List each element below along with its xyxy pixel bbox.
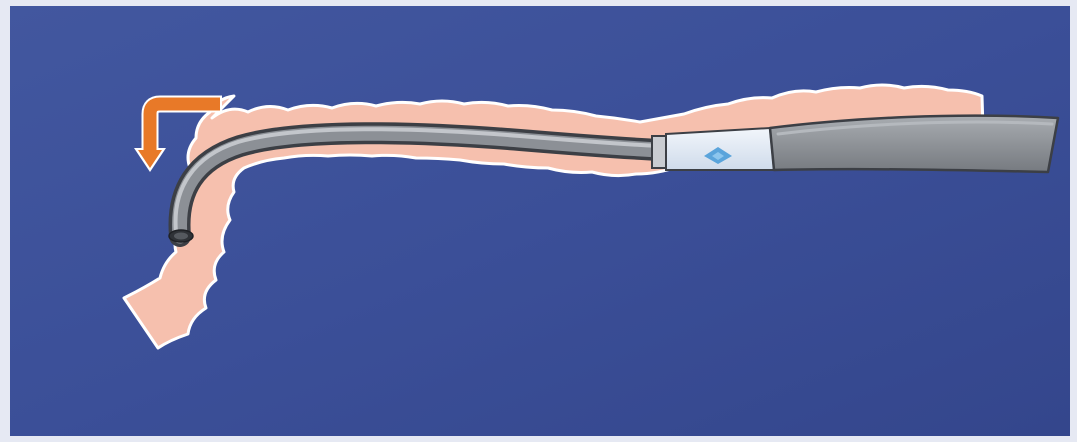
endoscope-tip-inner [174, 233, 188, 240]
sleeve-collar [652, 136, 666, 168]
